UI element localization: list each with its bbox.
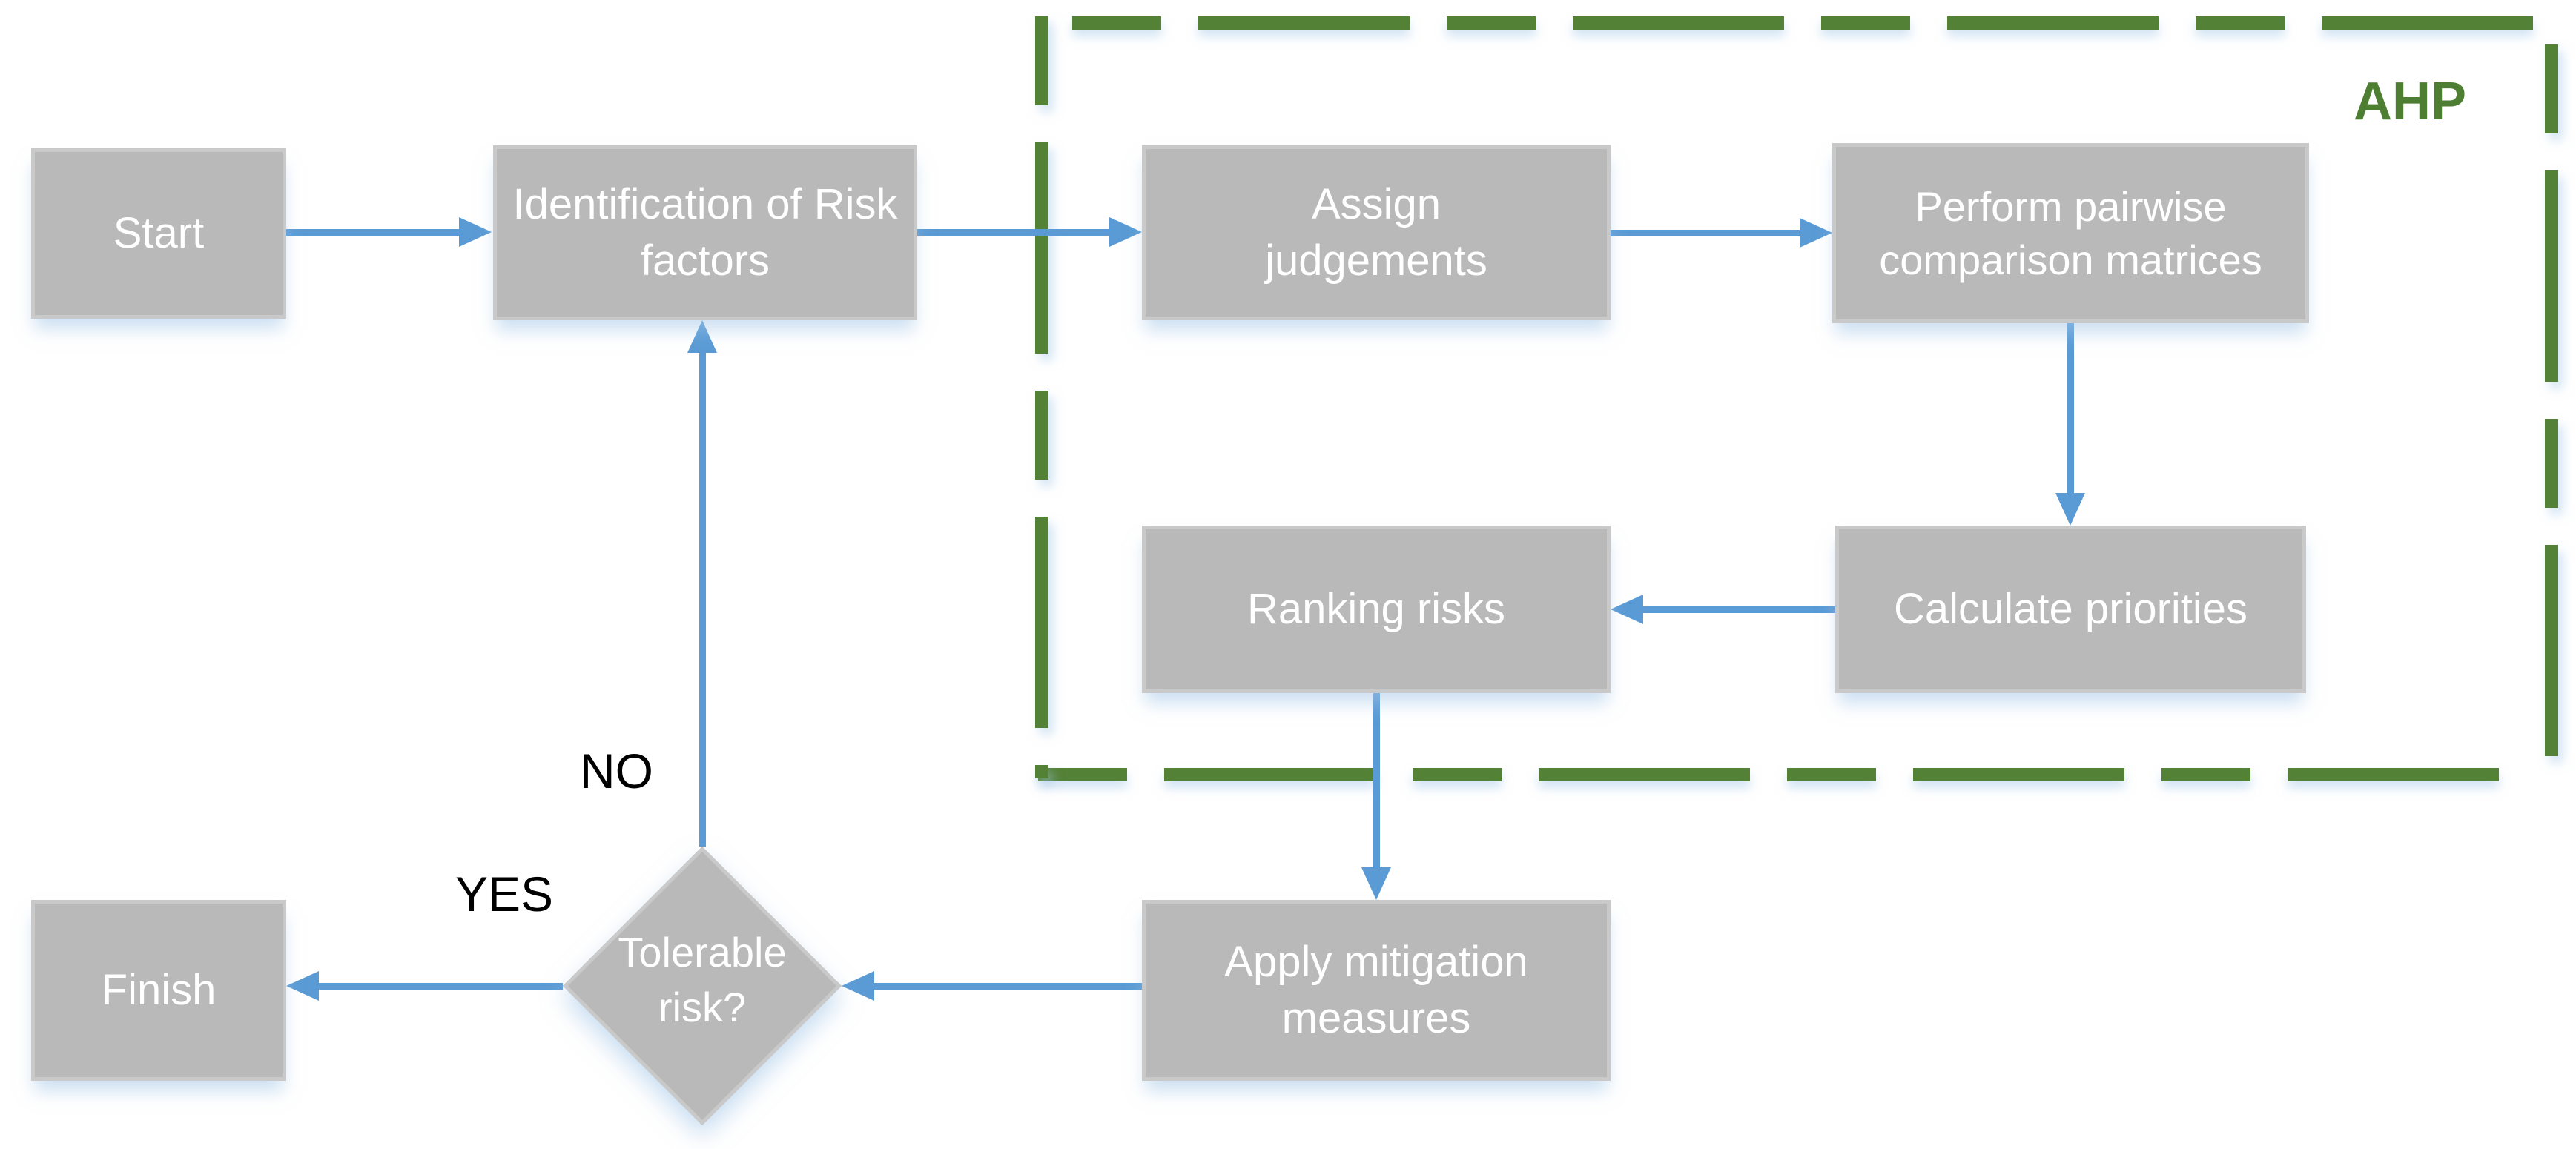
node-identification-of-risk-factors: Identification of Risk factors (493, 145, 917, 320)
arrow-decision-to-identification-line (699, 353, 706, 847)
arrow-calculate-to-ranking-head (1611, 595, 1643, 624)
node-perform-pairwise-comparison-matrices: Perform pairwise comparison matrices (1832, 143, 2309, 323)
decision-diamond-label: Tolerable risk? (618, 929, 787, 1030)
arrow-perform-to-calculate-line (2067, 323, 2074, 493)
arrow-calculate-to-ranking-line (1643, 606, 1835, 613)
arrow-decision-to-finish-line (319, 983, 563, 990)
ahp-region-label: AHP (2353, 72, 2466, 131)
ahp-region-border-top (1072, 16, 2552, 30)
node-finish: Finish (31, 900, 286, 1081)
edge-label-yes: YES (455, 867, 554, 921)
node-finish-label: Finish (101, 966, 217, 1014)
arrow-apply-to-decision-head (842, 971, 874, 1001)
edge-label-no: NO (580, 744, 653, 798)
node-perform-label: Perform pairwise comparison matrices (1879, 182, 2262, 283)
node-ranking-label: Ranking risks (1246, 585, 1506, 633)
node-calculate-priorities: Calculate priorities (1835, 526, 2306, 693)
arrow-assign-to-perform-head (1800, 218, 1832, 248)
node-assign-judgements: Assign judgements (1142, 145, 1611, 320)
arrow-decision-to-identification-head (687, 320, 717, 353)
ahp-region-border-bottom (1038, 768, 2514, 781)
arrow-start-to-identification-line (286, 229, 459, 236)
node-apply-label: Apply mitigation measures (1224, 938, 1528, 1042)
arrow-start-to-identification-head (459, 217, 492, 247)
arrow-apply-to-decision-line (874, 983, 1142, 990)
node-calculate-label: Calculate priorities (1893, 585, 2248, 633)
arrow-decision-to-finish-head (286, 971, 319, 1001)
node-identification-label: Identification of Risk factors (512, 180, 898, 285)
node-ranking-risks: Ranking risks (1142, 526, 1611, 693)
ahp-region-border-right (2545, 44, 2558, 781)
arrow-perform-to-calculate-head (2055, 493, 2085, 526)
arrow-ranking-to-apply-line (1373, 693, 1380, 867)
arrow-identification-to-assign-line (917, 229, 1109, 236)
node-start-label: Start (113, 209, 205, 257)
node-assign-label: Assign judgements (1265, 180, 1487, 285)
arrow-ranking-to-apply-head (1361, 867, 1391, 900)
node-start: Start (31, 148, 286, 319)
arrow-assign-to-perform-line (1611, 230, 1800, 236)
arrow-identification-to-assign-head (1109, 217, 1142, 247)
ahp-region-border-left (1035, 16, 1048, 778)
node-apply-mitigation-measures: Apply mitigation measures (1142, 900, 1611, 1081)
